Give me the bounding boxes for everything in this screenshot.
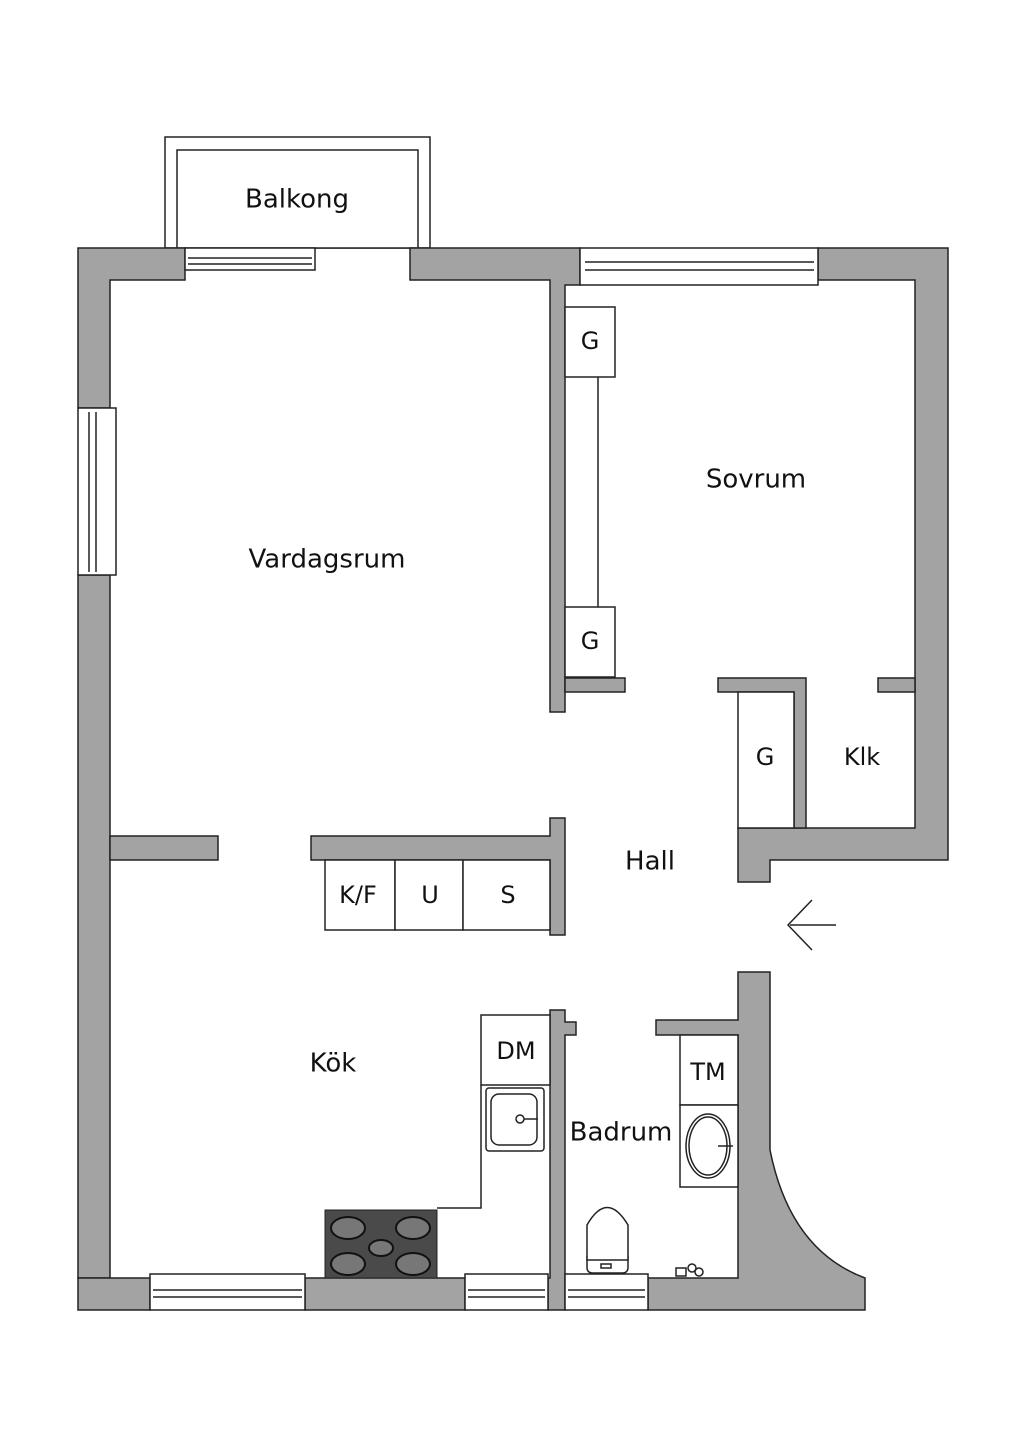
room-label-balcony: Balkong [245,185,349,215]
room-label-bedroom: Sovrum [706,465,806,495]
walls [77,247,949,1311]
entrance-arrow-icon [786,899,836,951]
room-label-bathroom: Badrum [570,1118,673,1148]
cabinet-label: S [500,881,515,909]
room-label-hall: Hall [625,847,675,877]
dishwasher-label: DM [496,1037,535,1065]
washing-machine-label: TM [689,1058,725,1086]
wardrobe-label: G [581,327,600,355]
balcony [164,136,431,249]
wardrobe-label: G [581,627,600,655]
room-label-living-room: Vardagsrum [249,545,406,575]
oven-label: U [421,881,439,909]
room-label-kitchen: Kök [310,1049,357,1079]
windows [77,247,819,1311]
closet-label: Klk [844,743,880,771]
fridge-freezer-label: K/F [339,881,377,909]
fixtures [324,306,795,1279]
wardrobe-label: G [756,743,775,771]
